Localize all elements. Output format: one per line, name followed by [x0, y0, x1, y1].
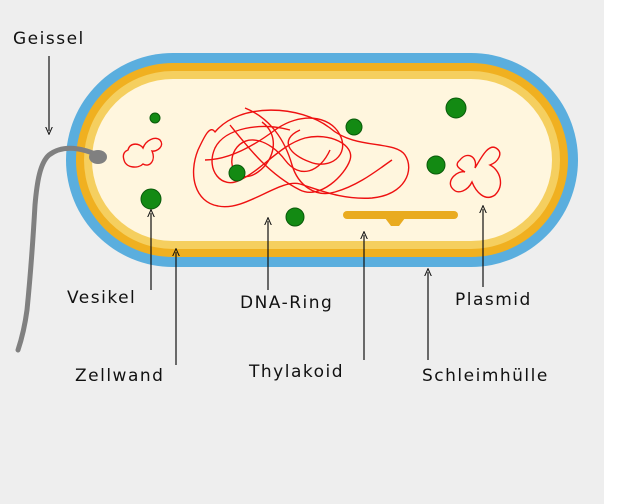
label-slime-layer: Schleimhülle [422, 366, 549, 386]
label-plasmid: Plasmid [455, 290, 532, 310]
granule-dot [141, 189, 161, 209]
label-vesicle: Vesikel [67, 288, 136, 308]
granule-dot [346, 119, 362, 135]
granule-dot [150, 113, 160, 123]
label-cell-wall: Zellwand [75, 366, 164, 386]
granule-dot [229, 165, 245, 181]
label-dna-ring: DNA-Ring [240, 293, 333, 313]
granule-dot [446, 98, 466, 118]
granule-dot [427, 156, 445, 174]
label-flagellum: Geissel [13, 29, 85, 49]
granule-dot [286, 208, 304, 226]
label-thylakoid: Thylakoid [248, 362, 344, 382]
